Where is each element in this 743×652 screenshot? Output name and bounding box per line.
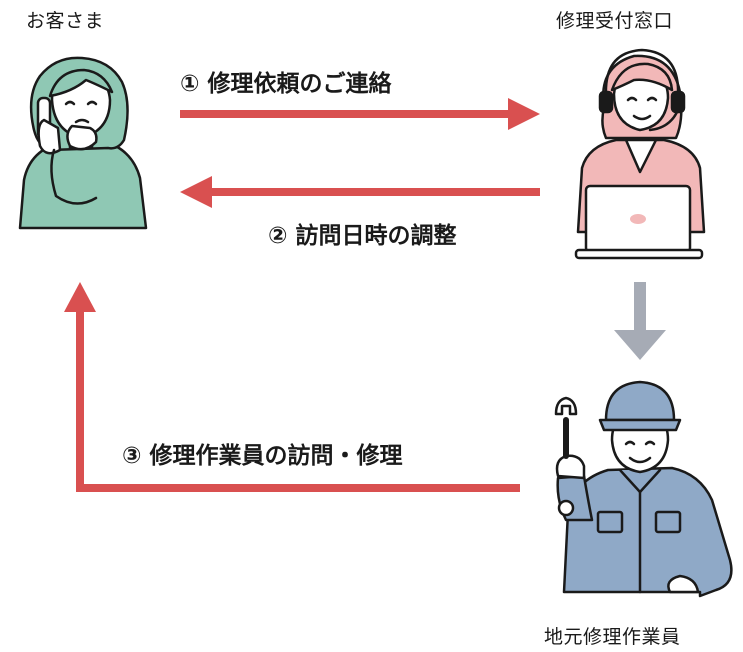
reception-illustration [574, 48, 706, 260]
arrow-request [180, 98, 540, 130]
step-3-label: ③ 修理作業員の訪問・修理 [122, 443, 403, 469]
arrow-visit [64, 282, 520, 492]
reception-label: 修理受付窓口 [556, 10, 674, 32]
step-1-label: ① 修理依頼のご連絡 [180, 71, 392, 97]
arrow-dispatch [614, 282, 666, 360]
technician-illustration [554, 380, 733, 598]
customer-label: お客さま [26, 10, 105, 32]
customer-illustration [18, 56, 148, 230]
step-2-label: ② 訪問日時の調整 [268, 223, 457, 249]
arrow-schedule [180, 176, 540, 208]
technician-label: 地元修理作業員 [544, 626, 681, 648]
